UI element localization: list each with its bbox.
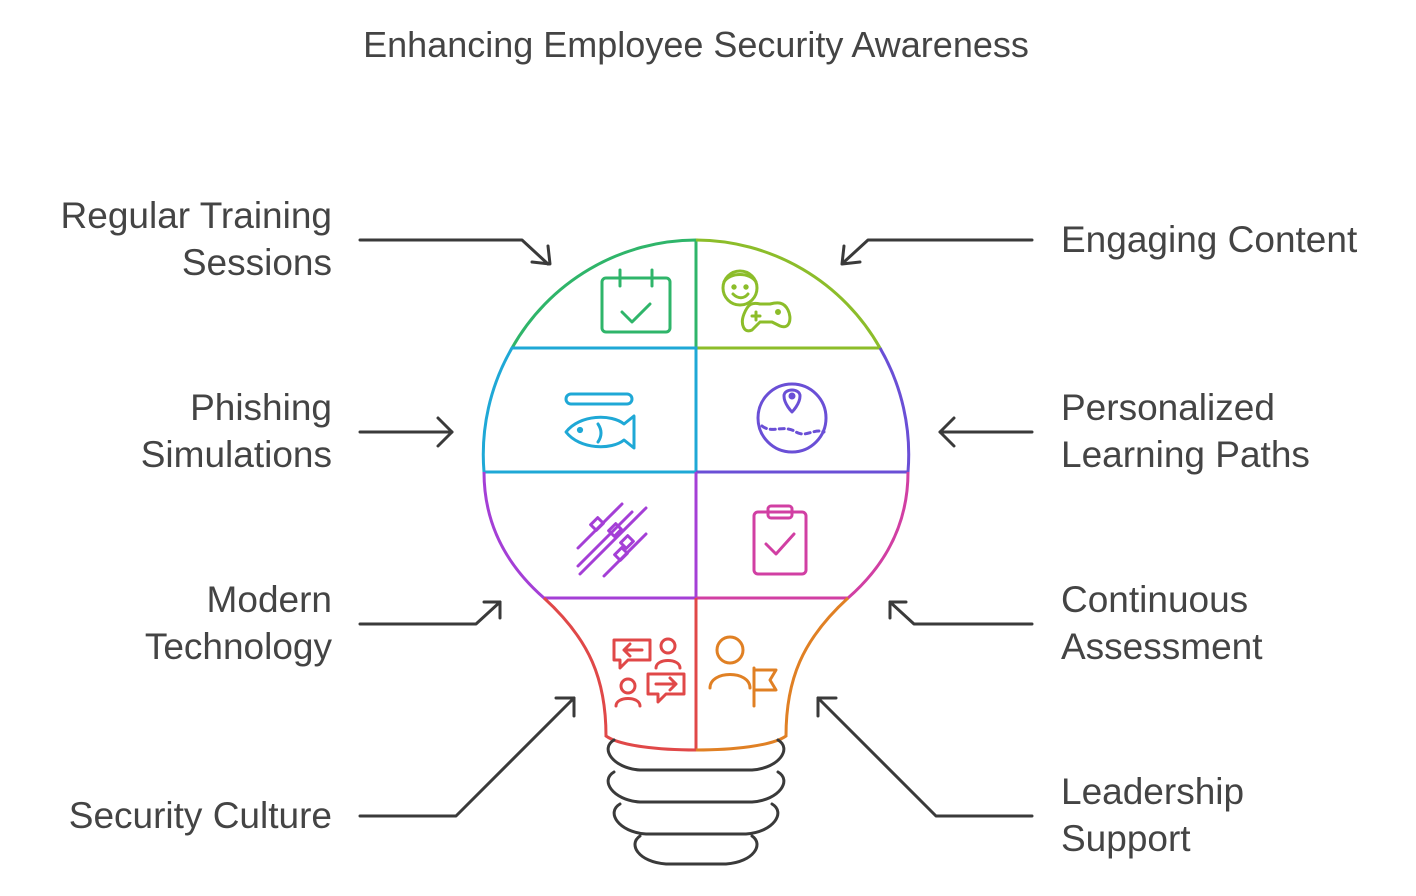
segment-phishing-simulations (481, 346, 698, 474)
circuit-icon (576, 502, 648, 578)
arrows (358, 238, 1034, 818)
map-pin-path-icon (756, 382, 828, 454)
conversation-people-icon (612, 637, 686, 708)
arrow-continuous-assessment (888, 600, 1034, 626)
segment-personalized-learning (696, 347, 911, 474)
diagram-title: Enhancing Employee Security Awareness (363, 24, 1029, 65)
calendar-check-icon (600, 268, 672, 334)
clipboard-check-icon (752, 504, 808, 576)
segment-regular-training (509, 238, 698, 350)
segment-leadership-support (695, 596, 850, 752)
label-engaging-content: Engaging Content (1061, 219, 1358, 260)
arrow-engaging-content (842, 238, 1034, 264)
segment-engaging-content (695, 238, 883, 350)
segment-security-culture (542, 596, 698, 752)
segment-modern-technology (482, 471, 698, 600)
label-security-culture: Security Culture (68, 795, 332, 836)
fish-hook-icon (564, 392, 636, 450)
person-flag-icon (708, 635, 778, 708)
arrow-regular-training (358, 238, 550, 266)
segment-continuous-assessment (696, 471, 910, 600)
bulb-base (606, 738, 786, 866)
arrow-security-culture (358, 696, 576, 818)
arrow-leadership-support (816, 696, 1034, 818)
gamer-controller-icon (721, 269, 792, 333)
arrow-modern-technology (358, 600, 502, 626)
